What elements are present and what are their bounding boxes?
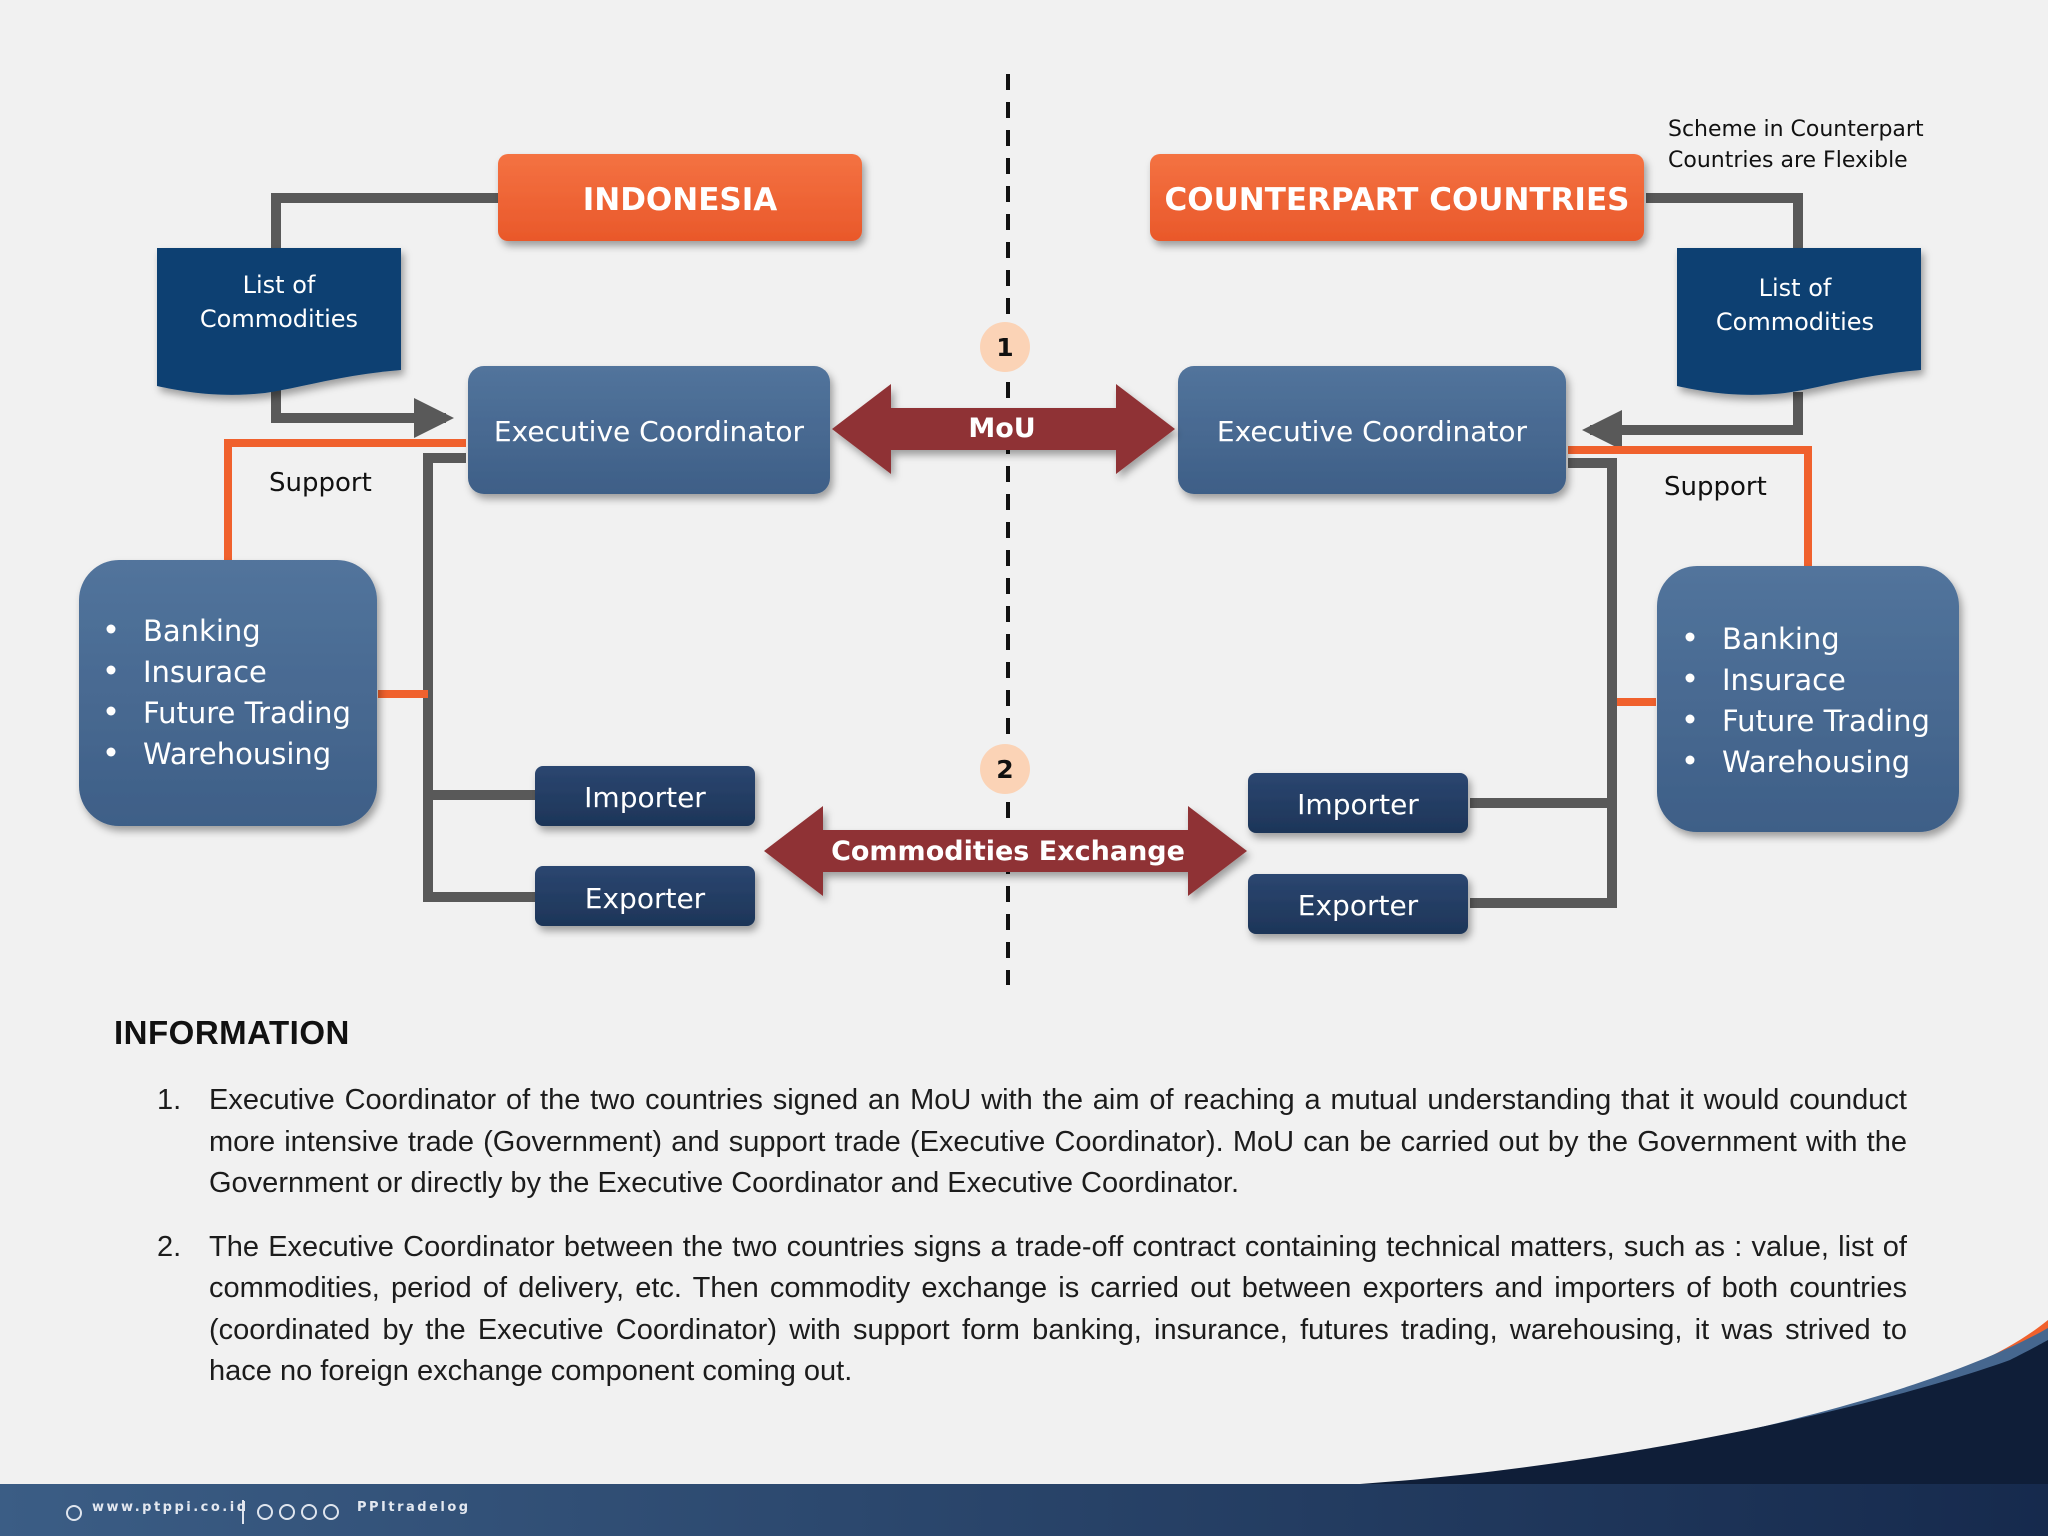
globe-icon[interactable] <box>66 1505 82 1521</box>
right-support-item: Future Trading <box>1722 704 1930 738</box>
left-support-item: Warehousing <box>143 737 331 771</box>
left-support-label: Support <box>269 468 372 498</box>
left-support-list: Banking Insurace Future Trading Warehous… <box>106 614 351 771</box>
mou-arrow <box>832 384 1175 474</box>
left-commodities-document <box>157 248 401 395</box>
right-exporter-box <box>1248 874 1468 934</box>
counterpart-label: COUNTERPART COUNTRIES <box>1165 182 1630 218</box>
left-support-item: Future Trading <box>143 696 351 730</box>
footer-website-link[interactable]: www.ptppi.co.id <box>92 1500 249 1515</box>
footer-icons <box>66 1500 339 1524</box>
right-support-item: Warehousing <box>1722 745 1910 779</box>
right-executive-coordinator-label: Executive Coordinator <box>1217 415 1528 448</box>
commodities-exchange-label: Commodities Exchange <box>831 836 1185 867</box>
indonesia-label: INDONESIA <box>583 182 778 218</box>
step-1-badge <box>980 322 1030 372</box>
counterpart-header <box>1150 154 1644 241</box>
right-commodities-line1: List of <box>1759 274 1832 302</box>
bullet-icon <box>1685 755 1695 765</box>
information-list: 1. Executive Coordinator of the two coun… <box>157 1080 1907 1415</box>
footer-social-handle[interactable]: PPItradelog <box>357 1500 471 1515</box>
facebook-icon[interactable] <box>257 1504 273 1520</box>
information-item-text: The Executive Coordinator between the tw… <box>209 1230 1907 1388</box>
right-support-list: Banking Insurace Future Trading Warehous… <box>1685 622 1930 779</box>
left-support-item: Banking <box>143 614 261 648</box>
right-support-label: Support <box>1664 472 1767 502</box>
information-heading: INFORMATION <box>114 1014 350 1051</box>
bullet-icon <box>106 706 116 716</box>
mou-label: MoU <box>968 413 1035 444</box>
right-importer-label: Importer <box>1297 788 1419 821</box>
step-1-label: 1 <box>996 333 1013 362</box>
left-connectors <box>271 193 535 902</box>
flexible-note-line2: Countries are Flexible <box>1668 148 1908 173</box>
information-item-number: 1. <box>157 1084 182 1116</box>
bullet-icon <box>106 665 116 675</box>
footer-bar <box>0 1484 2048 1536</box>
information-item-text: Executive Coordinator of the two countri… <box>209 1084 1907 1199</box>
bullet-icon <box>106 747 116 757</box>
right-support-lines <box>1568 446 1812 706</box>
twitter-icon[interactable] <box>301 1504 317 1520</box>
bullet-icon <box>1685 714 1695 724</box>
left-executive-coordinator <box>468 366 830 494</box>
left-executive-coordinator-label: Executive Coordinator <box>494 415 805 448</box>
right-support-box <box>1657 566 1959 832</box>
bullet-icon <box>106 624 116 634</box>
bullet-icon <box>1685 673 1695 683</box>
corner-swoosh-navy <box>1360 1340 2048 1484</box>
left-commodities-line2: Commodities <box>200 305 358 333</box>
right-connectors <box>1470 193 1803 908</box>
right-support-item: Insurace <box>1722 663 1846 697</box>
step-2-badge <box>980 744 1030 794</box>
indonesia-header <box>498 154 862 241</box>
left-support-lines <box>224 439 466 698</box>
left-support-item: Insurace <box>143 655 267 689</box>
right-commodities-document <box>1677 248 1921 395</box>
instagram-icon[interactable] <box>279 1504 295 1520</box>
flexible-note-line1: Scheme in Counterpart <box>1668 117 1924 142</box>
right-importer-box <box>1248 773 1468 833</box>
left-commodities-line1: List of <box>243 271 316 299</box>
right-support-item: Banking <box>1722 622 1840 656</box>
commodities-exchange-arrow <box>764 806 1247 896</box>
right-commodities-line2: Commodities <box>1716 308 1874 336</box>
youtube-icon[interactable] <box>323 1504 339 1520</box>
information-item: 1. Executive Coordinator of the two coun… <box>157 1080 1907 1205</box>
left-exporter-label: Exporter <box>585 882 706 915</box>
step-2-label: 2 <box>996 755 1013 784</box>
information-item: 2. The Executive Coordinator between the… <box>157 1227 1907 1393</box>
left-importer-box <box>535 766 755 826</box>
information-item-number: 2. <box>157 1230 182 1263</box>
left-support-box <box>79 560 377 826</box>
right-exporter-label: Exporter <box>1298 889 1419 922</box>
bullet-icon <box>1685 632 1695 642</box>
right-executive-coordinator <box>1178 366 1566 494</box>
left-exporter-box <box>535 866 755 926</box>
left-importer-label: Importer <box>584 781 706 814</box>
